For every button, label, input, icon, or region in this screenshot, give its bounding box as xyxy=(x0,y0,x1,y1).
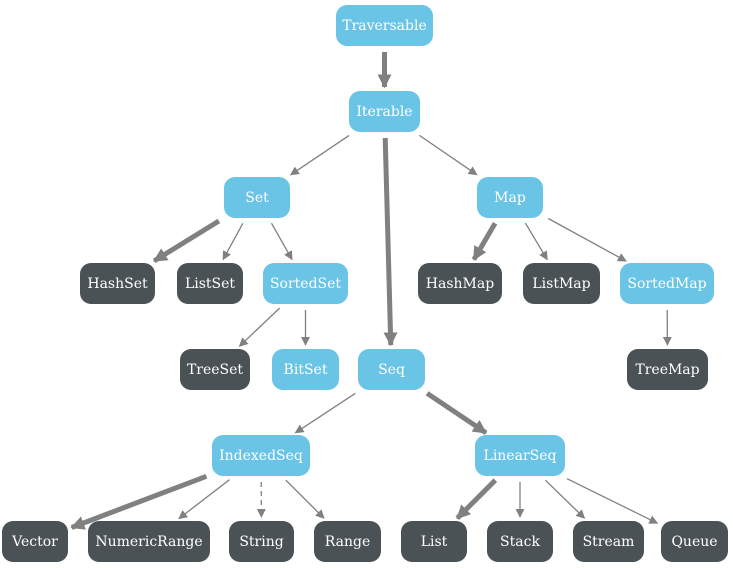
edge-indexedseq-to-range xyxy=(285,479,325,519)
node-traversable: Traversable xyxy=(336,5,433,46)
node-list: List xyxy=(401,521,467,562)
node-hashset: HashSet xyxy=(80,263,155,304)
edge-set-to-sortedset xyxy=(270,222,293,261)
edge-iterable-to-set xyxy=(289,134,350,176)
edge-map-to-listmap xyxy=(524,222,548,261)
node-treeset: TreeSet xyxy=(180,349,250,390)
node-set: Set xyxy=(224,177,290,218)
node-bitset: BitSet xyxy=(272,349,339,390)
node-range: Range xyxy=(314,521,381,562)
node-seq: Seq xyxy=(358,349,425,390)
node-iterable: Iterable xyxy=(349,91,420,132)
edge-indexedseq-to-vector xyxy=(70,473,208,530)
edge-map-to-sortedmap xyxy=(547,217,627,262)
edge-seq-to-linearseq xyxy=(425,391,488,435)
edge-linearseq-to-list xyxy=(455,478,498,520)
edge-set-to-listset xyxy=(222,222,244,261)
edge-linearseq-to-queue xyxy=(566,478,659,524)
edge-iterable-to-seq xyxy=(382,137,398,347)
edge-sortedset-to-treeset xyxy=(238,307,281,347)
node-listset: ListSet xyxy=(177,263,243,304)
node-queue: Queue xyxy=(661,521,728,562)
node-linearseq: LinearSeq xyxy=(475,435,565,476)
node-map: Map xyxy=(477,177,543,218)
node-treemap: TreeMap xyxy=(627,349,708,390)
node-sortedset: SortedSet xyxy=(263,263,348,304)
node-stack: Stack xyxy=(487,521,553,562)
edge-iterable-to-map xyxy=(419,134,478,176)
node-listmap: ListMap xyxy=(523,263,600,304)
node-numericrange: NumericRange xyxy=(88,521,210,562)
node-vector: Vector xyxy=(2,521,68,562)
node-indexedseq: IndexedSeq xyxy=(212,435,310,476)
node-string: String xyxy=(229,521,294,562)
node-hashmap: HashMap xyxy=(418,263,502,304)
edge-set-to-hashset xyxy=(152,218,221,264)
edge-linearseq-to-stream xyxy=(544,479,586,519)
node-sortedmap: SortedMap xyxy=(620,263,714,304)
node-stream: Stream xyxy=(573,521,644,562)
edge-seq-to-indexedseq xyxy=(294,392,356,434)
edge-indexedseq-to-numericrange xyxy=(178,479,230,520)
edge-map-to-hashmap xyxy=(471,221,498,261)
